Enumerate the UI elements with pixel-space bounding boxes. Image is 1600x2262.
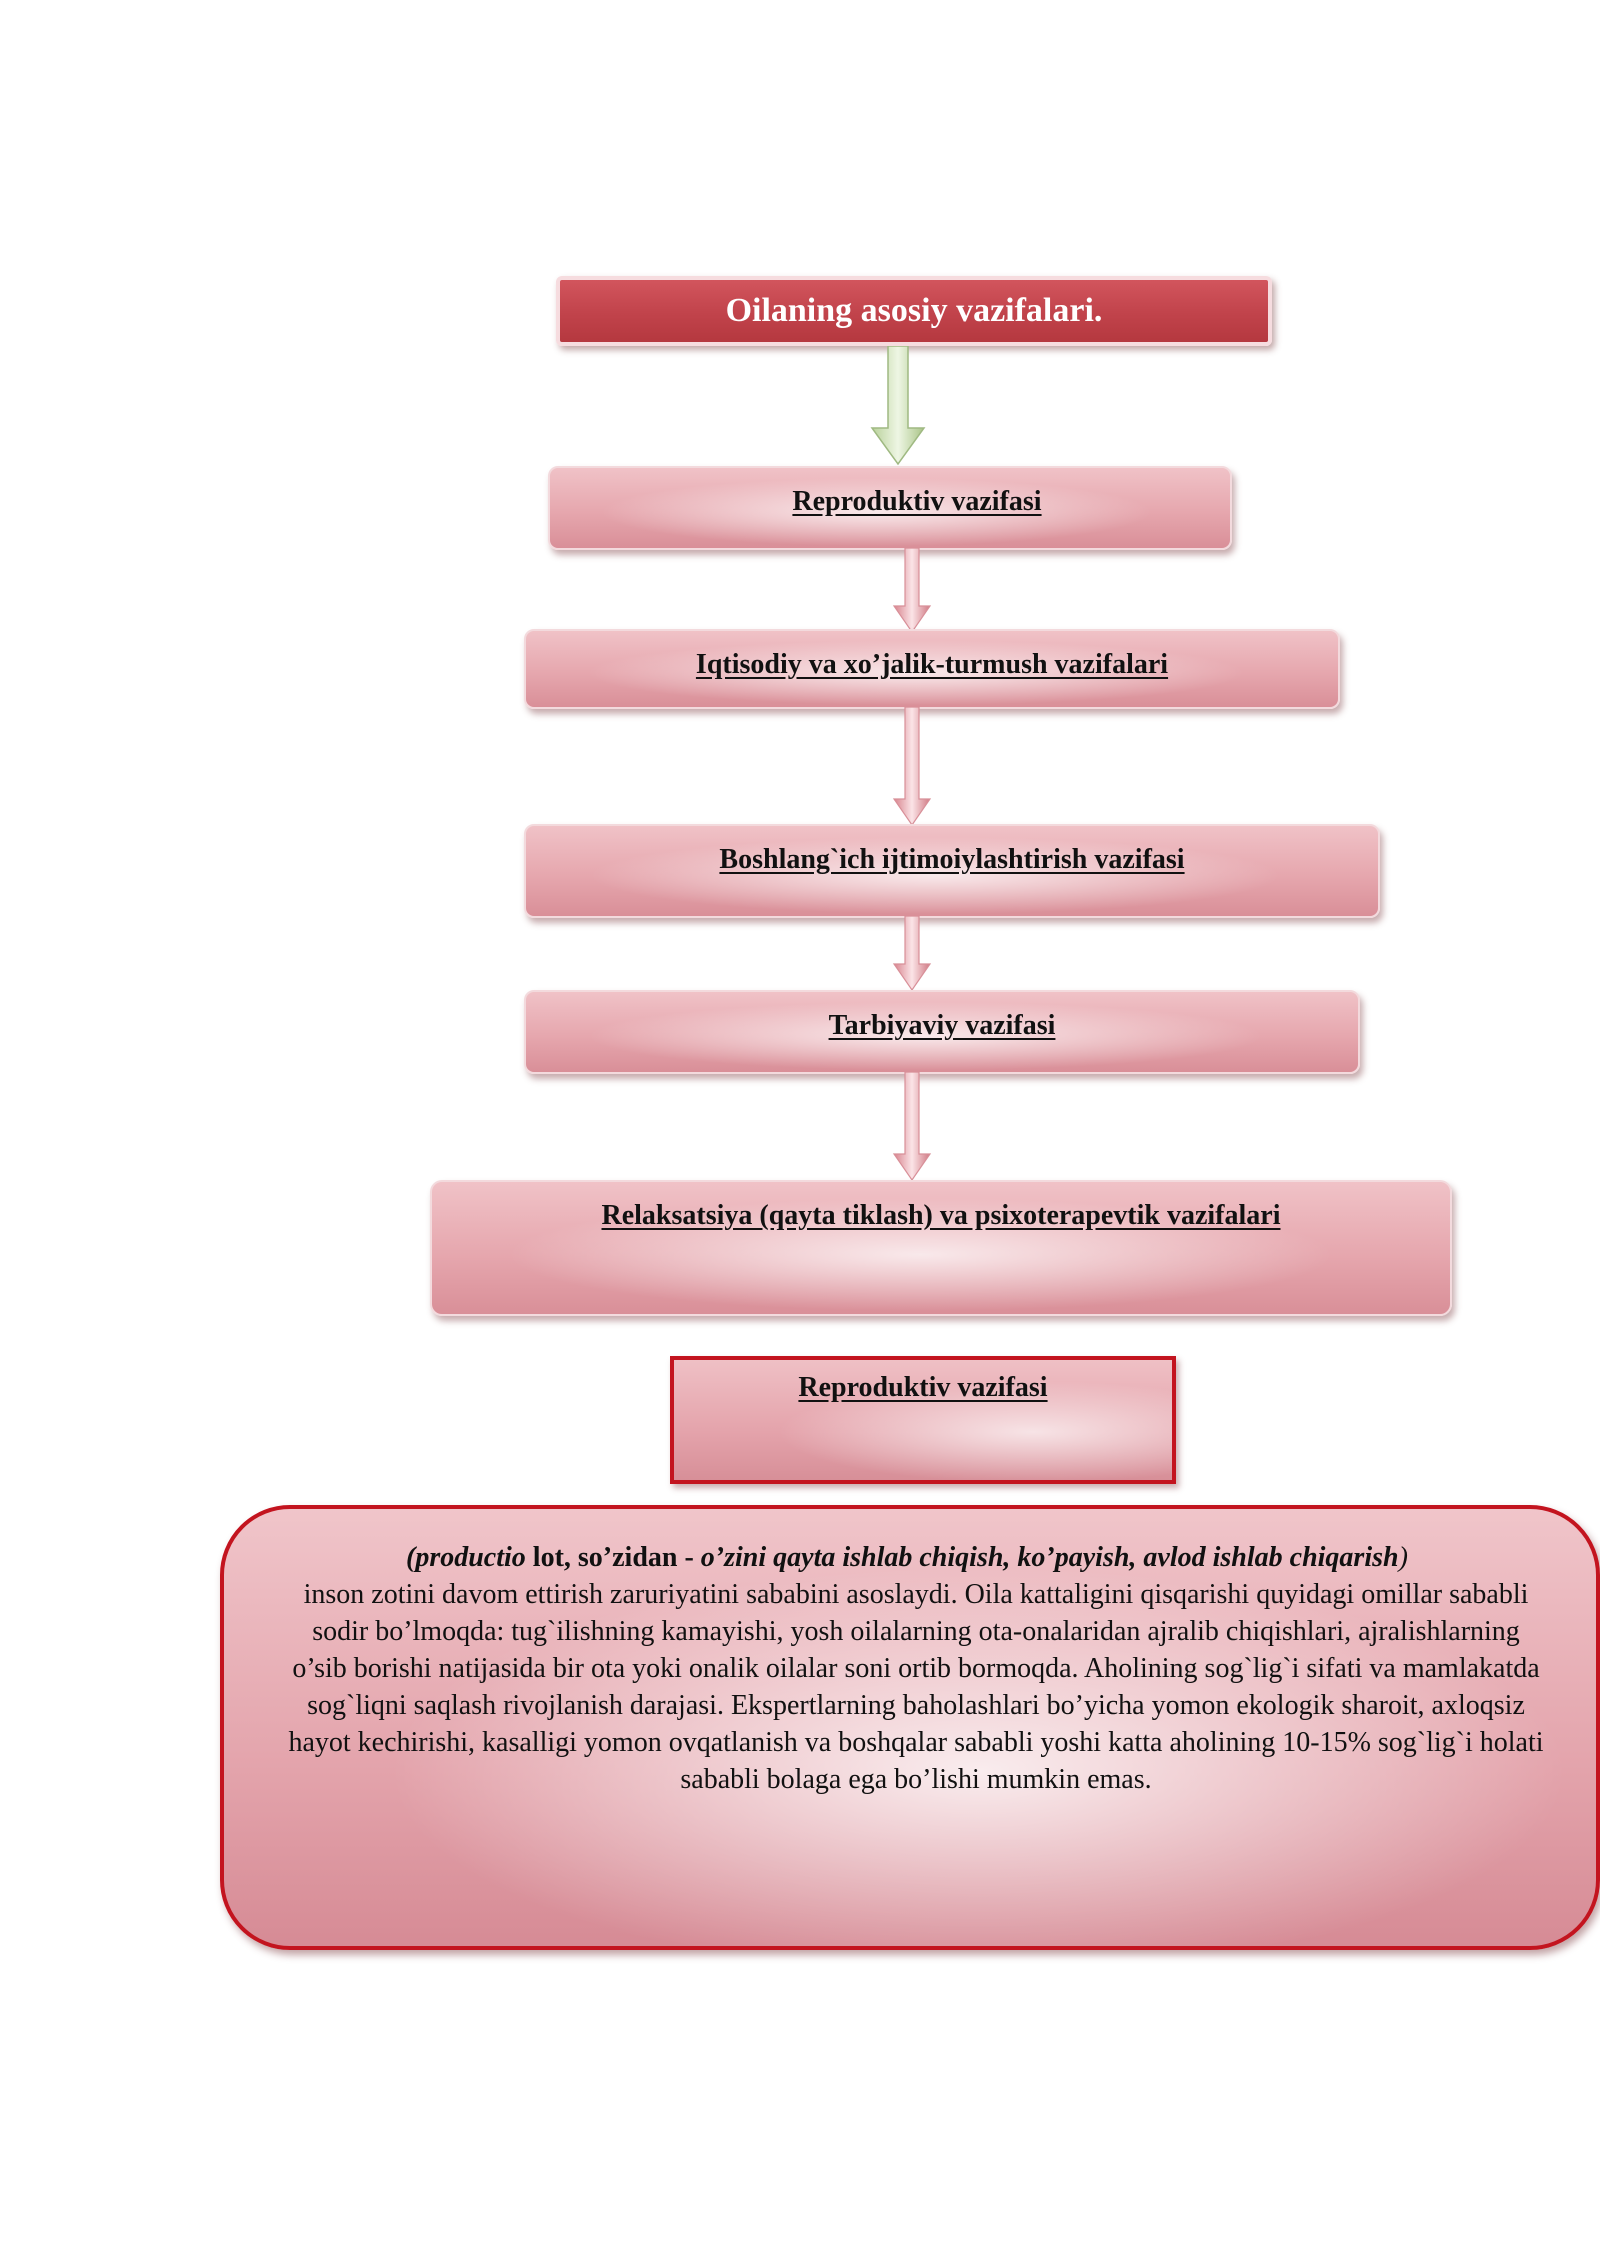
flow-step-economic: Iqtisodiy va xo’jalik-turmush vazifalari — [524, 629, 1340, 709]
diagram-title-box: Oilaning asosiy vazifalari. — [556, 276, 1272, 346]
detail-body: inson zotini davom ettirish zaruriyatini… — [288, 1579, 1544, 1795]
arrow-down-icon — [892, 707, 932, 827]
flow-step-label: Relaksatsiya (qayta tiklash) va psixoter… — [601, 1200, 1281, 1231]
flow-step-label: Iqtisodiy va xo’jalik-turmush vazifalari — [695, 649, 1169, 680]
detail-lead: (productio lot, so’zidan - o’zini qayta … — [286, 1539, 1546, 1576]
flow-step-label: Tarbiyaviy vazifasi — [828, 1010, 1056, 1041]
diagram-title: Oilaning asosiy vazifalari. — [725, 292, 1103, 329]
flow-step-label: Boshlang`ich ijtimoiylashtirish vazifasi — [719, 844, 1185, 875]
lead-open-paren: ( — [406, 1542, 416, 1573]
arrow-down-icon — [892, 1072, 932, 1182]
lead-term: productio — [415, 1542, 526, 1573]
detail-description-box: (productio lot, so’zidan - o’zini qayta … — [220, 1505, 1600, 1950]
flow-step-reproductive: Reproduktiv vazifasi — [548, 466, 1232, 550]
arrow-down-icon — [868, 346, 928, 468]
lead-close-paren: ) — [1398, 1542, 1408, 1573]
arrow-down-icon — [892, 548, 932, 634]
flow-step-relaxation: Relaksatsiya (qayta tiklash) va psixoter… — [430, 1180, 1452, 1316]
flow-step-upbringing: Tarbiyaviy vazifasi — [524, 990, 1360, 1074]
detail-heading-box: Reproduktiv vazifasi — [670, 1356, 1176, 1484]
detail-heading: Reproduktiv vazifasi — [798, 1372, 1048, 1403]
arrow-down-icon — [892, 916, 932, 992]
lead-middle: lot, so’zidan - — [525, 1542, 701, 1573]
lead-meaning: o’zini qayta ishlab chiqish, ko’payish, … — [700, 1542, 1399, 1573]
flow-step-socialization: Boshlang`ich ijtimoiylashtirish vazifasi — [524, 824, 1380, 918]
flow-step-label: Reproduktiv vazifasi — [792, 486, 1042, 517]
